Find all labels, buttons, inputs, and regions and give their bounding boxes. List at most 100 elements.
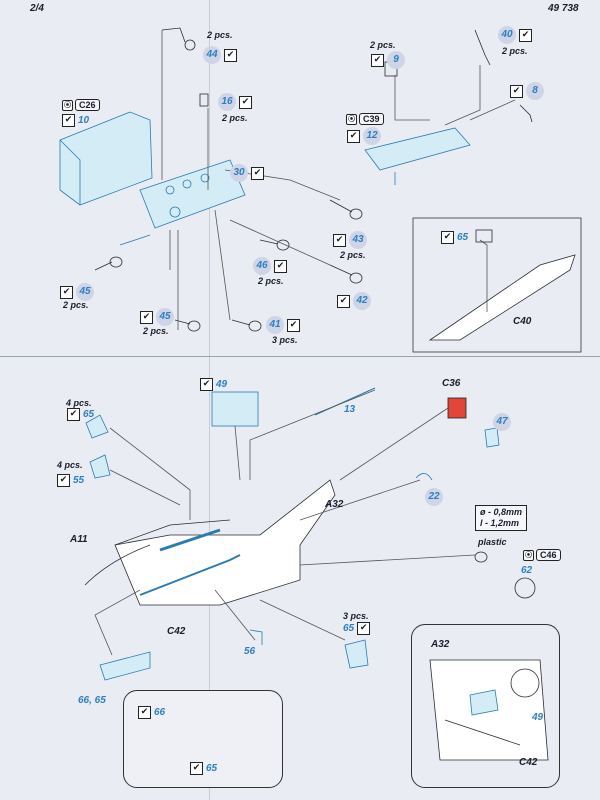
part-30: 30 ✔ <box>230 164 264 182</box>
part-number: 49 <box>216 379 228 390</box>
checkbox[interactable]: ✔ <box>347 129 360 143</box>
part-43: ✔ 43 <box>333 231 367 249</box>
part-number: 46 <box>253 257 271 275</box>
part-8: ✔ 8 <box>510 82 544 100</box>
label-a32-inset: A32 <box>431 639 450 650</box>
part-42: ✔ 42 <box>337 292 371 310</box>
part-65b: 65 ✔ <box>343 622 371 635</box>
part-number: 12 <box>363 127 381 145</box>
part-45a: ✔ 45 <box>60 283 94 301</box>
detail-inset-2: A32 49 C42 <box>411 624 560 788</box>
part-66-65: 66, 65 <box>78 695 106 706</box>
part-number: 40 <box>498 26 516 44</box>
checkbox[interactable]: ✔ <box>287 318 300 332</box>
label-c36: C36 <box>442 378 461 389</box>
checkbox[interactable]: ✔ <box>57 474 70 487</box>
part-number: 16 <box>218 93 236 111</box>
checkbox[interactable]: ✔ <box>371 53 384 67</box>
qty-45a: 2 pcs. <box>63 300 89 310</box>
part-number: 41 <box>266 316 284 334</box>
page-number: 2/4 <box>30 3 44 14</box>
checkbox[interactable]: ✔ <box>138 706 151 719</box>
part-number: 65 <box>457 232 469 243</box>
qty-46: 2 pcs. <box>258 276 284 286</box>
part-13: 13 <box>344 404 356 415</box>
part-65-inset: ✔ 65 <box>190 762 217 775</box>
qty-40: 2 pcs. <box>502 46 528 56</box>
section-divider <box>0 356 600 357</box>
qty-44: 2 pcs. <box>207 30 233 40</box>
part-12: ✔ 12 <box>347 127 381 145</box>
qty-65: 4 pcs. <box>66 398 92 408</box>
part-number: 44 <box>203 46 221 64</box>
part-45b: ✔ 45 <box>140 308 174 326</box>
plastic-icon: ⦿ <box>62 99 73 111</box>
part-56: 56 <box>244 646 256 657</box>
qty-45b: 2 pcs. <box>143 326 169 336</box>
part-number: 66 <box>154 707 166 718</box>
checkbox[interactable]: ✔ <box>274 259 287 273</box>
part-code: C46 <box>536 549 561 561</box>
checkbox[interactable]: ✔ <box>337 294 350 308</box>
part-55: ✔ 55 <box>57 474 84 487</box>
drill-length: l - 1,2mm <box>480 518 520 528</box>
part-65-c40: ✔ 65 <box>441 231 468 244</box>
part-number: 22 <box>425 488 443 506</box>
label-c42-inset: C42 <box>519 757 538 768</box>
kit-code: 49 738 <box>548 3 579 14</box>
drill-spec: ø - 0,8mm l - 1,2mm <box>475 505 528 531</box>
checkbox[interactable]: ✔ <box>67 408 80 421</box>
checkbox[interactable]: ✔ <box>140 310 153 324</box>
qty-43: 2 pcs. <box>340 250 366 260</box>
part-number: 65 <box>83 409 95 420</box>
part-49-inset: 49 <box>532 712 544 723</box>
part-41: 41 ✔ <box>266 316 300 334</box>
part-number: 30 <box>230 164 248 182</box>
label-a11: A11 <box>70 534 88 545</box>
checkbox[interactable]: ✔ <box>60 285 73 299</box>
qty-65b: 3 pcs. <box>343 611 369 621</box>
plastic-label: plastic <box>478 537 507 547</box>
checkbox[interactable]: ✔ <box>190 762 203 775</box>
part-number: 9 <box>387 51 405 69</box>
part-number: 65 <box>206 763 218 774</box>
fold-line-vertical <box>209 0 210 800</box>
part-number: 45 <box>76 283 94 301</box>
checkbox[interactable]: ✔ <box>441 231 454 244</box>
detail-inset-1: ✔ 66 ✔ 65 <box>123 690 283 788</box>
qty-41: 3 pcs. <box>272 335 298 345</box>
plastic-c46: ⦿ C46 <box>523 549 561 561</box>
checkbox[interactable]: ✔ <box>510 84 523 98</box>
checkbox[interactable]: ✔ <box>239 95 252 109</box>
label-c40: C40 <box>513 316 532 327</box>
plastic-c39: ⦿ C39 <box>346 113 384 125</box>
label-c42: C42 <box>167 626 186 637</box>
part-65: ✔ 65 <box>67 408 94 421</box>
part-49: ✔ 49 <box>200 378 227 391</box>
plastic-icon: ⦿ <box>523 549 534 561</box>
checkbox[interactable]: ✔ <box>200 378 213 391</box>
part-16: 16 ✔ <box>218 93 252 111</box>
part-10: ✔ 10 <box>62 114 89 127</box>
checkbox[interactable]: ✔ <box>357 622 371 635</box>
part-number: 65 <box>343 623 355 634</box>
checkbox[interactable]: ✔ <box>224 48 237 62</box>
part-code: C26 <box>75 99 100 111</box>
checkbox[interactable]: ✔ <box>333 233 346 247</box>
part-code: C39 <box>359 113 384 125</box>
part-62: 62 <box>521 565 533 576</box>
part-66: ✔ 66 <box>138 706 165 719</box>
part-40: 40 ✔ <box>498 26 532 44</box>
part-47: 47 <box>493 413 511 431</box>
part-22: 22 <box>425 488 443 506</box>
checkbox[interactable]: ✔ <box>251 166 264 180</box>
plastic-icon: ⦿ <box>346 113 357 125</box>
part-9: ✔ 9 <box>371 51 405 69</box>
plastic-c26: ⦿ C26 <box>62 99 100 111</box>
part-number: 45 <box>156 308 174 326</box>
label-a32: A32 <box>325 499 344 510</box>
qty-9: 2 pcs. <box>370 40 396 50</box>
checkbox[interactable]: ✔ <box>62 114 75 127</box>
checkbox[interactable]: ✔ <box>519 28 532 42</box>
